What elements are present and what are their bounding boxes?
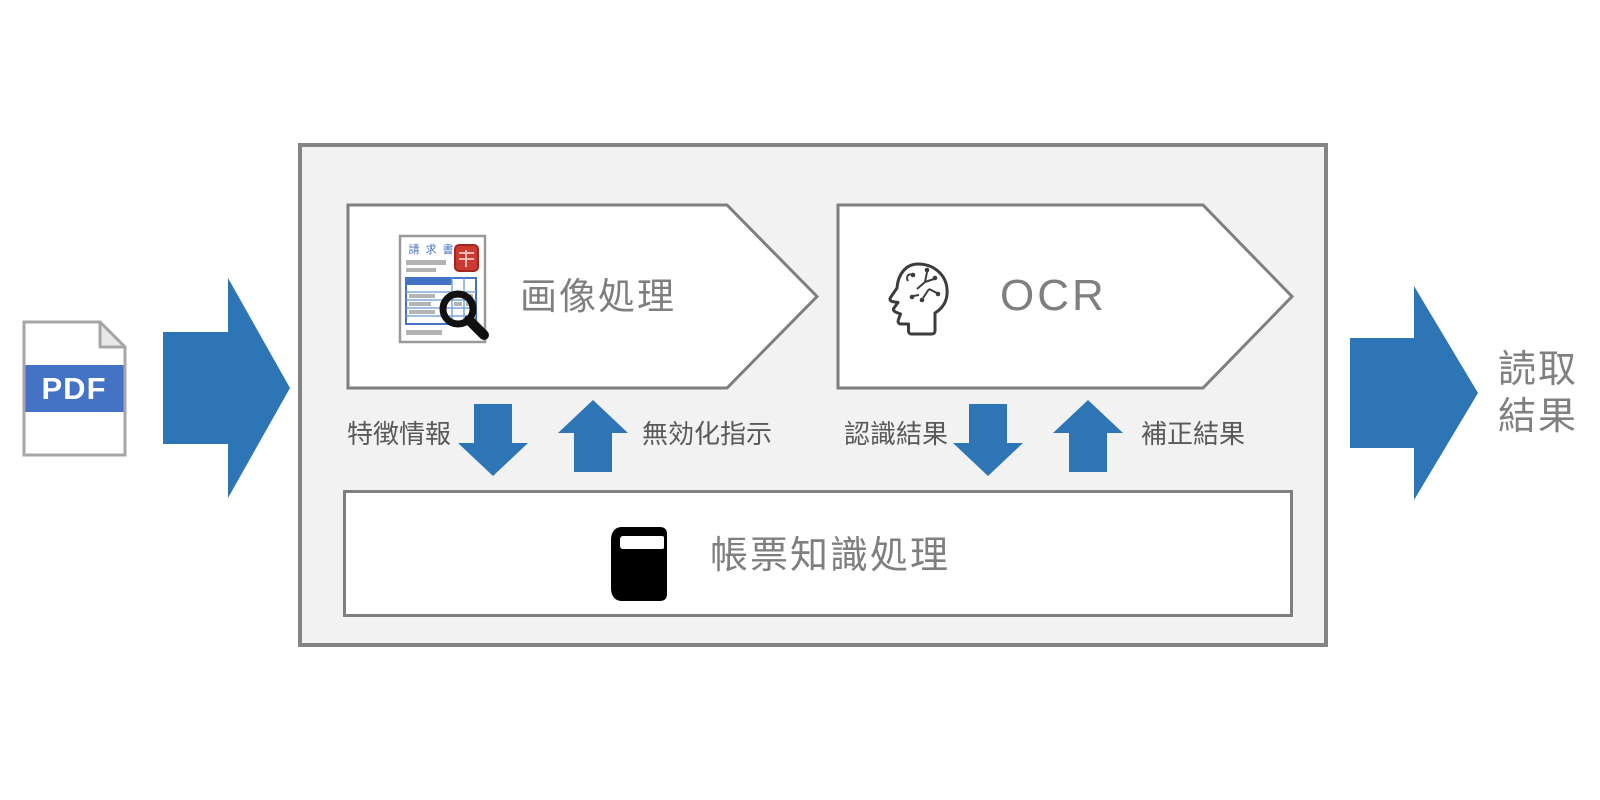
stamp-marks xyxy=(459,250,474,267)
down-arrow-icon xyxy=(953,404,1023,476)
pdf-label-band xyxy=(25,365,124,412)
chevron-shape xyxy=(836,203,1295,390)
stage-ocr-label: OCR xyxy=(1000,271,1107,320)
input-arrow-icon xyxy=(163,278,290,498)
up-arrow-icon xyxy=(1053,400,1123,472)
knowledge-label: 帳票知識処理 xyxy=(710,535,951,577)
invoice-cell-bar xyxy=(454,302,462,306)
circuit-dots xyxy=(909,267,941,303)
pdf-file-icon: PDF xyxy=(22,320,127,457)
recognition-result-label: 認識結果 xyxy=(844,419,949,449)
head-outline xyxy=(888,262,949,336)
output-result-label: 読取 結果 xyxy=(1498,347,1578,441)
invoice-title: 請求書 xyxy=(409,242,460,256)
invoice-row-bar xyxy=(409,310,435,314)
book-pages xyxy=(620,536,664,549)
up-arrow-icon xyxy=(558,400,628,472)
invoice-table-header xyxy=(406,278,452,285)
up-arrow-shape xyxy=(558,400,628,472)
output-arrow-icon xyxy=(1350,286,1478,500)
correction-result-label: 補正結果 xyxy=(1141,419,1246,449)
circuit-lines xyxy=(906,271,938,299)
magnifier-glass-icon xyxy=(439,290,477,328)
up-arrow-shape xyxy=(1053,400,1123,472)
invoice-row-bar xyxy=(409,294,435,298)
down-arrow-shape xyxy=(458,404,528,476)
pdf-label: PDF xyxy=(42,371,107,406)
output-result-line2: 結果 xyxy=(1498,396,1579,438)
ai-head-brain-icon xyxy=(888,262,949,336)
output-arrow-shape xyxy=(1350,286,1478,500)
feature-info-label: 特徴情報 xyxy=(347,419,452,449)
invoice-row-bar xyxy=(409,302,431,306)
knowledge-box xyxy=(343,490,1293,617)
input-arrow-shape xyxy=(163,278,290,498)
invoice-line xyxy=(406,268,436,272)
output-result-line1: 読取 xyxy=(1498,349,1579,391)
invalidate-instruction-label: 無効化指示 xyxy=(642,419,773,449)
pdf-fold-corner-icon xyxy=(98,320,127,349)
book-icon xyxy=(611,527,667,601)
stage-ocr-chevron xyxy=(836,203,1295,390)
down-arrow-icon xyxy=(458,404,528,476)
invoice-line xyxy=(406,330,442,335)
magnifier-handle xyxy=(464,315,489,340)
down-arrow-shape xyxy=(953,404,1023,476)
invoice-line xyxy=(406,260,446,265)
stage-image-processing-label: 画像処理 xyxy=(520,276,676,317)
invoice-document-magnifier-icon: 請求書 xyxy=(398,234,489,344)
